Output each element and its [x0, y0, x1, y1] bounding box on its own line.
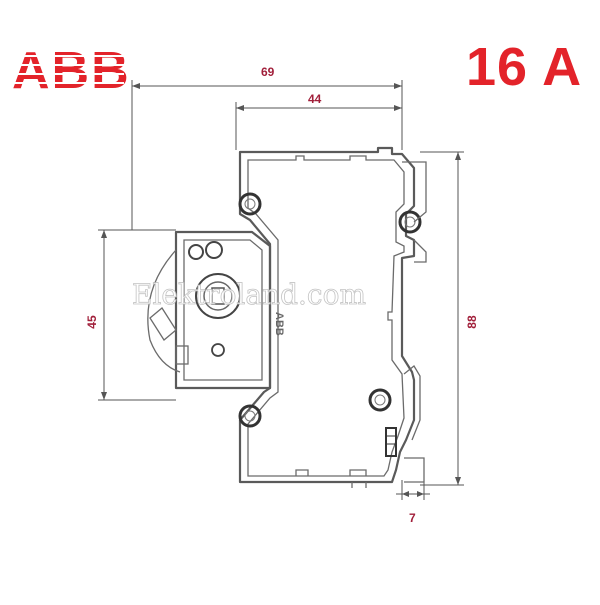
breaker-body-outline — [238, 146, 416, 488]
abb-logo: ABB — [8, 42, 131, 100]
body-marking: ABB — [273, 312, 285, 336]
dimension-label-69: 69 — [261, 65, 275, 79]
dimension-label-88: 88 — [465, 315, 479, 329]
watermark-text: Elektroland.com — [132, 278, 366, 311]
handle-block — [147, 230, 272, 390]
svg-text:ABB: ABB — [12, 42, 131, 100]
screw-bottom-right — [368, 388, 392, 412]
dimension-88: 88 — [420, 151, 479, 486]
dimension-label-45: 45 — [85, 315, 99, 329]
rail-clip — [385, 161, 427, 483]
small-pivot — [211, 343, 225, 357]
screw-top-right — [398, 210, 422, 234]
dimension-label-7: 7 — [409, 511, 416, 525]
dimension-45: 45 — [85, 229, 176, 401]
screw-bottom-left — [238, 404, 262, 428]
pivot-pair — [188, 241, 223, 260]
current-rating: 16 A — [466, 37, 583, 97]
screw-top-left — [238, 192, 262, 216]
dimension-label-44: 44 — [308, 92, 322, 106]
mechanism-wheel — [195, 273, 241, 319]
dimension-69: 69 — [131, 65, 403, 230]
dimension-7: 7 — [396, 480, 430, 525]
dimension-44: 44 — [235, 92, 402, 150]
